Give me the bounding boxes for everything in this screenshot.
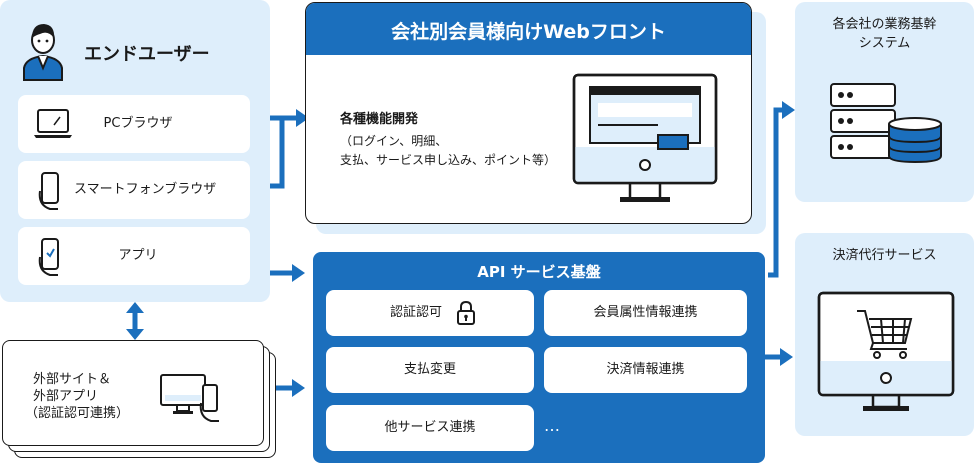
smartphone-browser-label: スマートフォンブラウザ — [74, 182, 217, 197]
api-panel: API サービス基盤 認証認可 会員属性情報連携 支払変更 決済情報連携 他サー… — [313, 252, 765, 463]
lock-icon — [457, 300, 475, 325]
payment-title: 決済代行サービス — [832, 248, 937, 263]
app-phone-icon — [38, 238, 59, 276]
user-avatar-icon — [23, 24, 63, 81]
shopping-cart-monitor-icon — [817, 291, 955, 411]
external-line-3: （認証認可連携） — [25, 406, 130, 421]
end-user-panel: エンドユーザー PCブラウザ スマートフォンブラウザ アプリ — [0, 0, 270, 302]
api-item-payment-change: 支払変更 — [326, 347, 534, 393]
backend-line-1: 各会社の業務基幹 — [832, 17, 937, 32]
api-item-payment-info: 決済情報連携 — [544, 347, 747, 393]
backend-line-2: システム — [858, 36, 911, 51]
api-title: API サービス基盤 — [477, 263, 601, 281]
pc-browser-label: PCブラウザ — [103, 116, 173, 131]
devices-icon — [160, 374, 219, 422]
web-front-title: 会社別会員様向けWebフロント — [391, 21, 666, 43]
payment-panel: 決済代行サービス — [795, 233, 974, 436]
external-line-1: 外部サイト＆ — [33, 372, 112, 387]
web-front-heading: 各種機能開発 — [340, 112, 419, 127]
web-front-line-2: 支払、サービス申し込み、ポイント等） — [340, 153, 557, 167]
smartphone-hand-icon — [38, 172, 59, 210]
backend-panel: 各会社の業務基幹 システム — [795, 2, 974, 202]
end-user-item-pc: PCブラウザ — [18, 95, 250, 153]
auth-label: 認証認可 — [389, 305, 442, 320]
server-database-icon — [830, 83, 942, 164]
web-front-line-1: （ログイン、明細、 — [340, 134, 448, 148]
laptop-icon — [34, 109, 72, 138]
api-item-ellipsis: … — [544, 416, 560, 435]
monitor-icon — [572, 73, 718, 202]
api-item-auth: 認証認可 — [326, 290, 534, 336]
external-line-2: 外部アプリ — [33, 389, 99, 404]
end-user-item-smartphone: スマートフォンブラウザ — [18, 161, 250, 219]
web-front-header: 会社別会員様向けWebフロント — [306, 3, 751, 55]
api-item-other-services: 他サービス連携 — [326, 405, 534, 451]
web-front-panel: 会社別会員様向けWebフロント 各種機能開発 （ログイン、明細、 支払、サービス… — [305, 2, 752, 224]
end-user-title: エンドユーザー — [84, 44, 210, 65]
external-panel: 外部サイト＆ 外部アプリ （認証認可連携） — [2, 340, 264, 446]
api-item-member-info: 会員属性情報連携 — [544, 290, 747, 336]
end-user-item-app: アプリ — [18, 227, 250, 285]
app-label: アプリ — [118, 248, 158, 263]
